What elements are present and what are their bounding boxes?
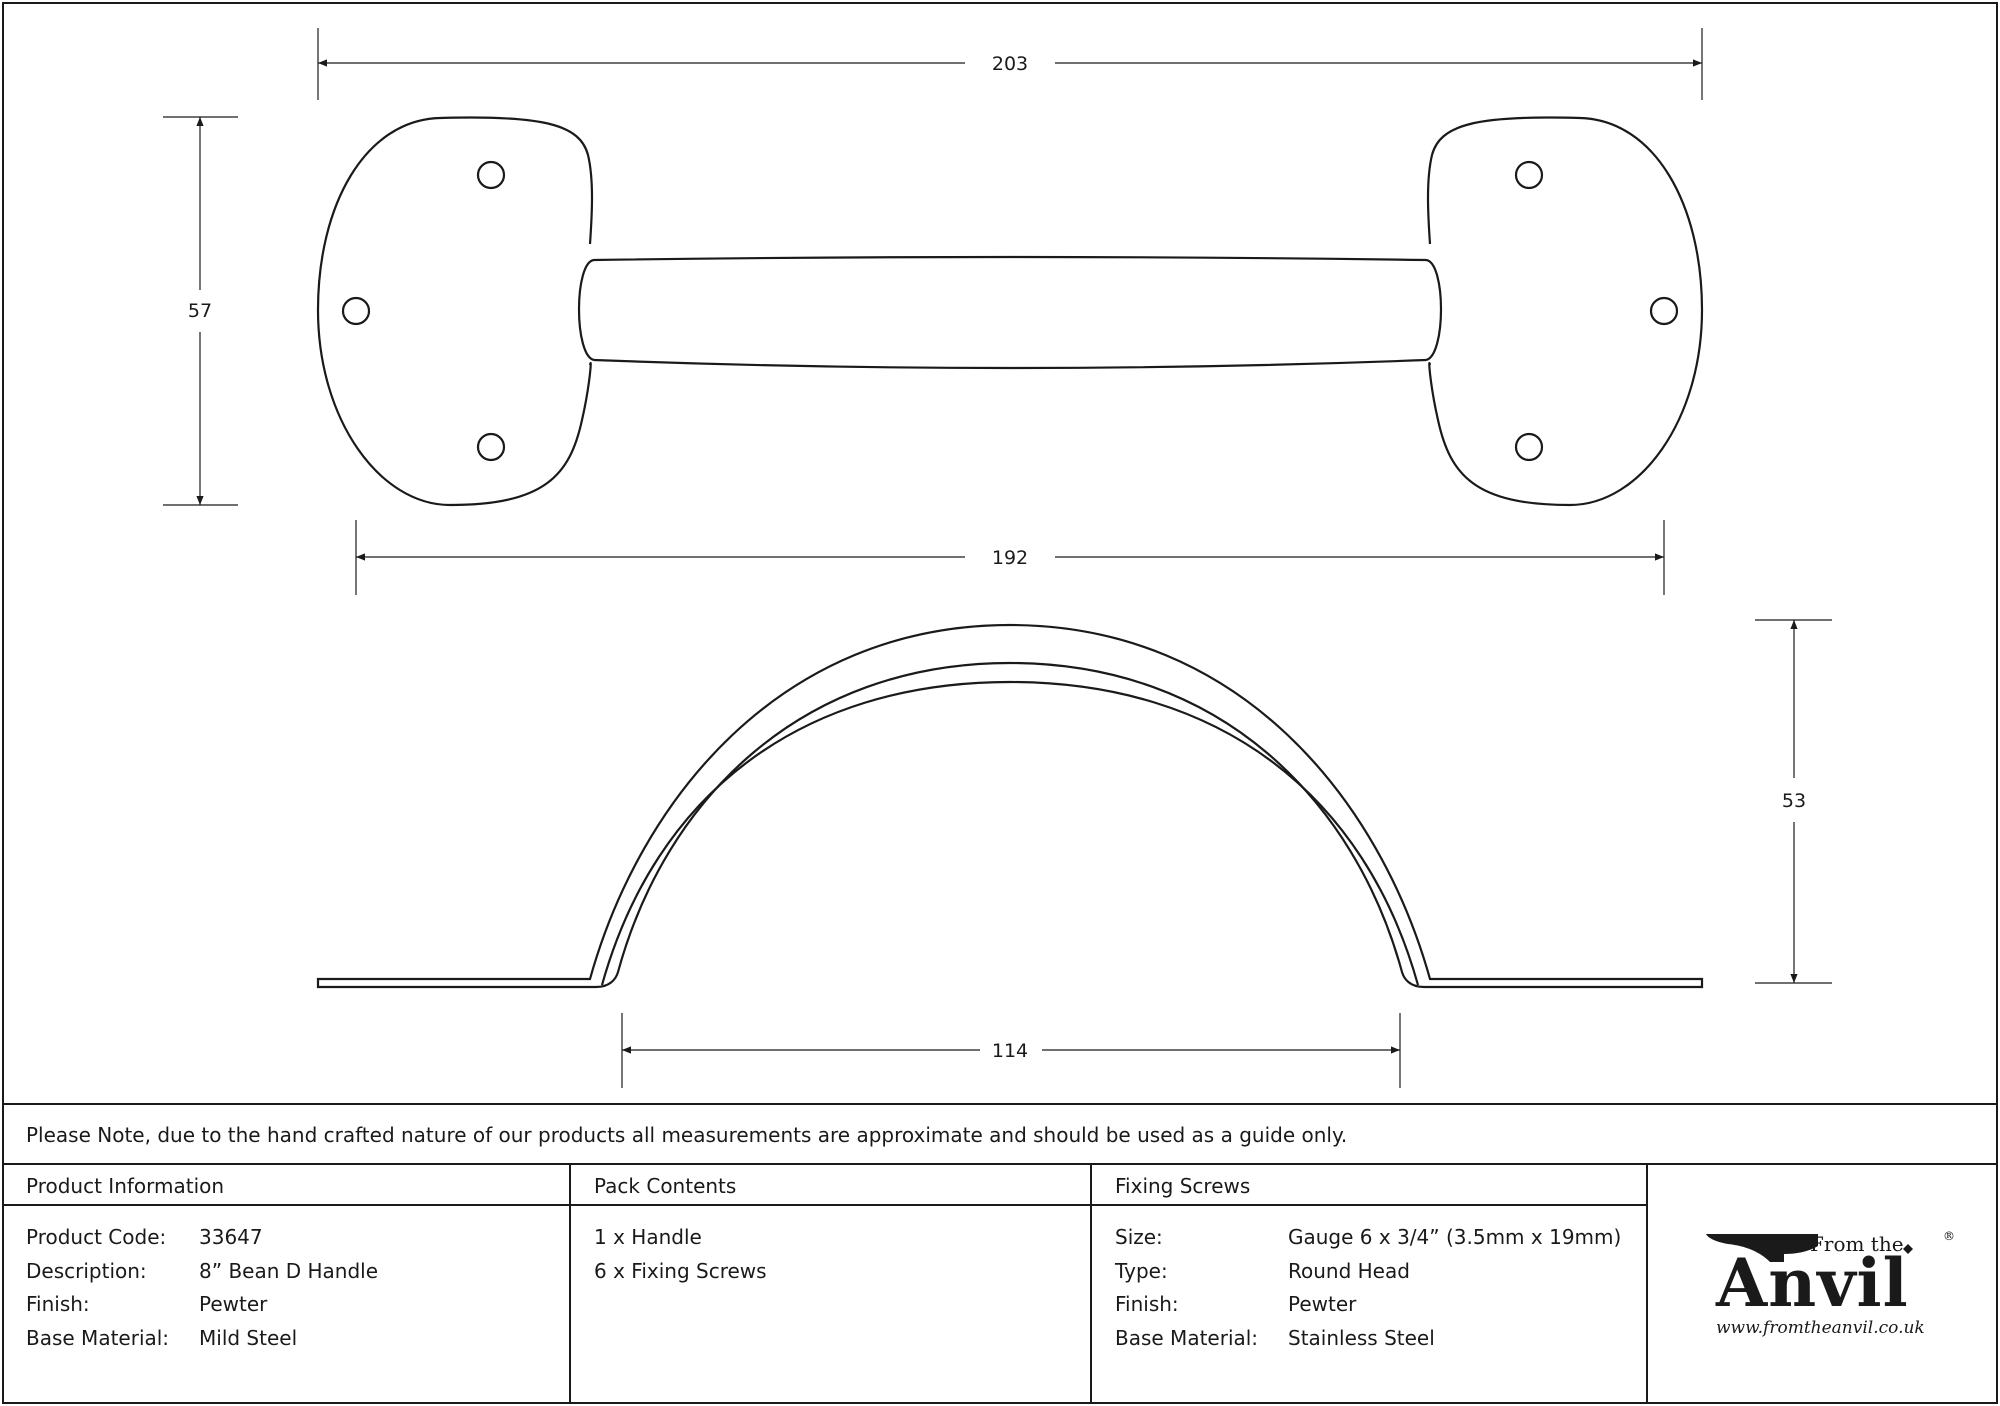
screw-hole — [1514, 160, 1544, 190]
fixing-screws-header: Fixing Screws — [1115, 1174, 1251, 1198]
right-backplate — [1426, 116, 1704, 507]
product-info-label: Base Material: — [26, 1326, 170, 1350]
product-info-value: Mild Steel — [199, 1326, 298, 1350]
dim-label-fixing-centres: 192 — [992, 547, 1028, 569]
screw-hole — [1514, 432, 1544, 462]
pack-contents-item: 6 x Fixing Screws — [594, 1259, 767, 1283]
handle-side-view — [316, 623, 1704, 989]
fixing-screws-label: Type: — [1115, 1259, 1168, 1283]
grip-top-edge — [593, 255, 1427, 262]
left-backplate — [316, 116, 594, 507]
bow-inner-line — [600, 680, 1420, 986]
dim-label-projection: 53 — [1782, 790, 1806, 812]
product-info-label: Description: — [26, 1259, 147, 1283]
product-info-value: 33647 — [199, 1225, 263, 1249]
grip-left-end — [577, 258, 595, 362]
screw-hole — [1649, 296, 1679, 326]
pack-contents-item: 1 x Handle — [594, 1225, 702, 1249]
grip-right-end — [1425, 258, 1443, 362]
product-info-label: Finish: — [26, 1292, 90, 1316]
dimension-lines — [196, 59, 1798, 1054]
bow-outline — [316, 623, 1704, 989]
anvil-logo-mark — [1706, 1234, 1913, 1262]
fixing-screws-label: Size: — [1115, 1225, 1163, 1249]
fixing-screws-value: Stainless Steel — [1288, 1326, 1435, 1350]
logo-from-the: From the — [1810, 1232, 1904, 1256]
screw-hole — [341, 296, 371, 326]
dim-label-plate-height: 57 — [188, 300, 212, 322]
fixing-screws-value: Round Head — [1288, 1259, 1410, 1283]
product-info-value: 8” Bean D Handle — [199, 1259, 379, 1283]
logo-anvil-word: Anvil — [1716, 1244, 1909, 1322]
screw-hole — [476, 160, 506, 190]
fixing-screws-label: Finish: — [1115, 1292, 1179, 1316]
pack-contents-header: Pack Contents — [594, 1174, 737, 1198]
product-info-header: Product Information — [26, 1174, 225, 1198]
fixing-screws-value: Pewter — [1288, 1292, 1357, 1316]
fixing-screws-value: Gauge 6 x 3/4” (3.5mm x 19mm) — [1288, 1225, 1622, 1249]
handle-top-view — [316, 116, 1704, 507]
grip-bottom-edge — [593, 358, 1427, 370]
dim-label-overall-length: 203 — [992, 53, 1028, 75]
measurement-note: Please Note, due to the hand crafted nat… — [26, 1123, 1348, 1147]
product-info-label: Product Code: — [26, 1225, 167, 1249]
product-info-value: Pewter — [199, 1292, 268, 1316]
logo-website: www.fromtheanvil.co.uk — [1716, 1318, 1925, 1338]
fixing-screws-label: Base Material: — [1115, 1326, 1259, 1350]
screw-hole — [476, 432, 506, 462]
dim-label-grip-width: 114 — [992, 1040, 1028, 1062]
logo-registered-mark: ® — [1943, 1229, 1955, 1243]
